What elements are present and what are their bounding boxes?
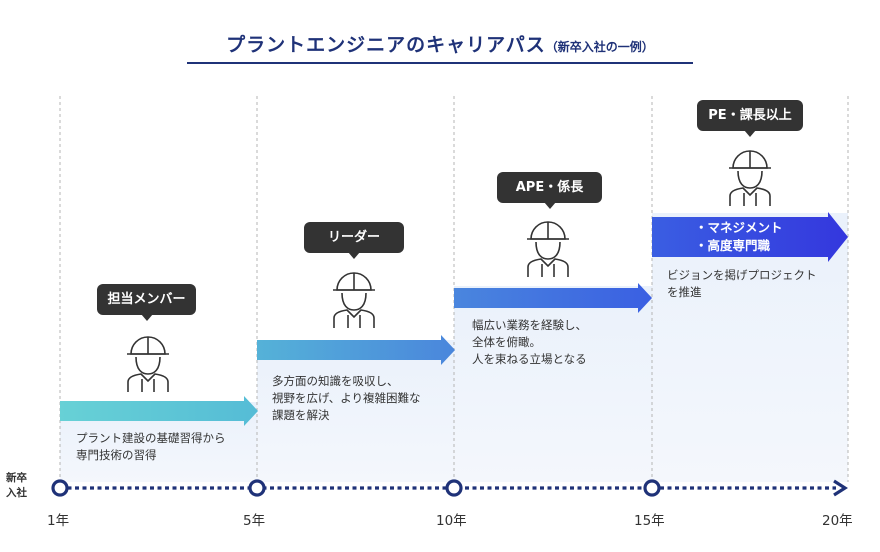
stage-arrow-3 [454,283,652,313]
stage-2-description: 多方面の知識を吸収し、 視野を広げ、より複雑困難な 課題を解決 [272,373,420,424]
page-title: プラントエンジニアのキャリアパス（新卒入社の一例） [0,30,880,57]
desc-line: 多方面の知識を吸収し、 [272,374,399,388]
desc-line: 人を束ねる立場となる [472,352,587,366]
band-stage-2 [257,340,454,482]
title-subtitle: （新卒入社の一例） [545,40,654,54]
desc-line: 幅広い業務を経験し、 [472,318,587,332]
worker-icon-1 [127,336,169,392]
worker-icon-3 [527,221,569,277]
bar-text-line-1: ・マネジメント [695,220,783,235]
worker-icon-2 [333,272,375,328]
desc-line: 専門技術の習得 [76,448,157,462]
stage-arrow-1 [60,396,258,426]
desc-line: プラント建設の基礎習得から [76,431,226,445]
band-stage-4 [652,213,848,482]
year-label-10: 10年 [436,513,467,529]
desc-line: 課題を解決 [272,408,330,422]
role-bubble-3: APE・係長 [497,172,602,209]
stage-4-bar-text: ・マネジメント ・高度専門職 [695,219,783,255]
stage-3-description: 幅広い業務を経験し、 全体を俯瞰。 人を束ねる立場となる [472,317,587,368]
desc-line: を推進 [667,285,702,299]
role-bubble-2: リーダー [304,222,404,259]
role-bubble-1: 担当メンバー [97,284,196,321]
title-main: プラントエンジニアのキャリアパス [226,34,546,56]
year-label-15: 15年 [634,513,665,529]
band-stage-3 [454,286,652,482]
timeline-marker-5 [248,479,266,497]
desc-line: 全体を俯瞰。 [472,335,541,349]
worker-icon-4 [729,150,771,206]
bar-text-line-2: ・高度専門職 [695,238,771,253]
stage-arrow-2 [257,335,455,365]
start-label-line-2: 入社 [6,487,27,499]
title-underline [187,62,693,64]
stage-arrow-4 [652,212,848,262]
desc-line: ビジョンを掲げプロジェクト [667,268,817,282]
stage-1-description: プラント建設の基礎習得から 専門技術の習得 [76,430,226,464]
start-label: 新卒 入社 [6,471,27,501]
stage-4-description: ビジョンを掲げプロジェクト を推進 [667,267,817,301]
timeline-markers [51,479,661,497]
year-label-5: 5年 [243,513,266,529]
timeline-marker-1 [51,479,69,497]
desc-line: 視野を広げ、より複雑困難な [272,391,421,405]
start-label-line-1: 新卒 [6,472,27,484]
timeline-marker-15 [643,479,661,497]
year-label-1: 1年 [47,513,70,529]
year-label-20: 20年 [822,513,853,529]
timeline-arrowhead [833,479,848,497]
timeline-marker-10 [445,479,463,497]
role-bubble-4: PE・課長以上 [697,100,803,137]
